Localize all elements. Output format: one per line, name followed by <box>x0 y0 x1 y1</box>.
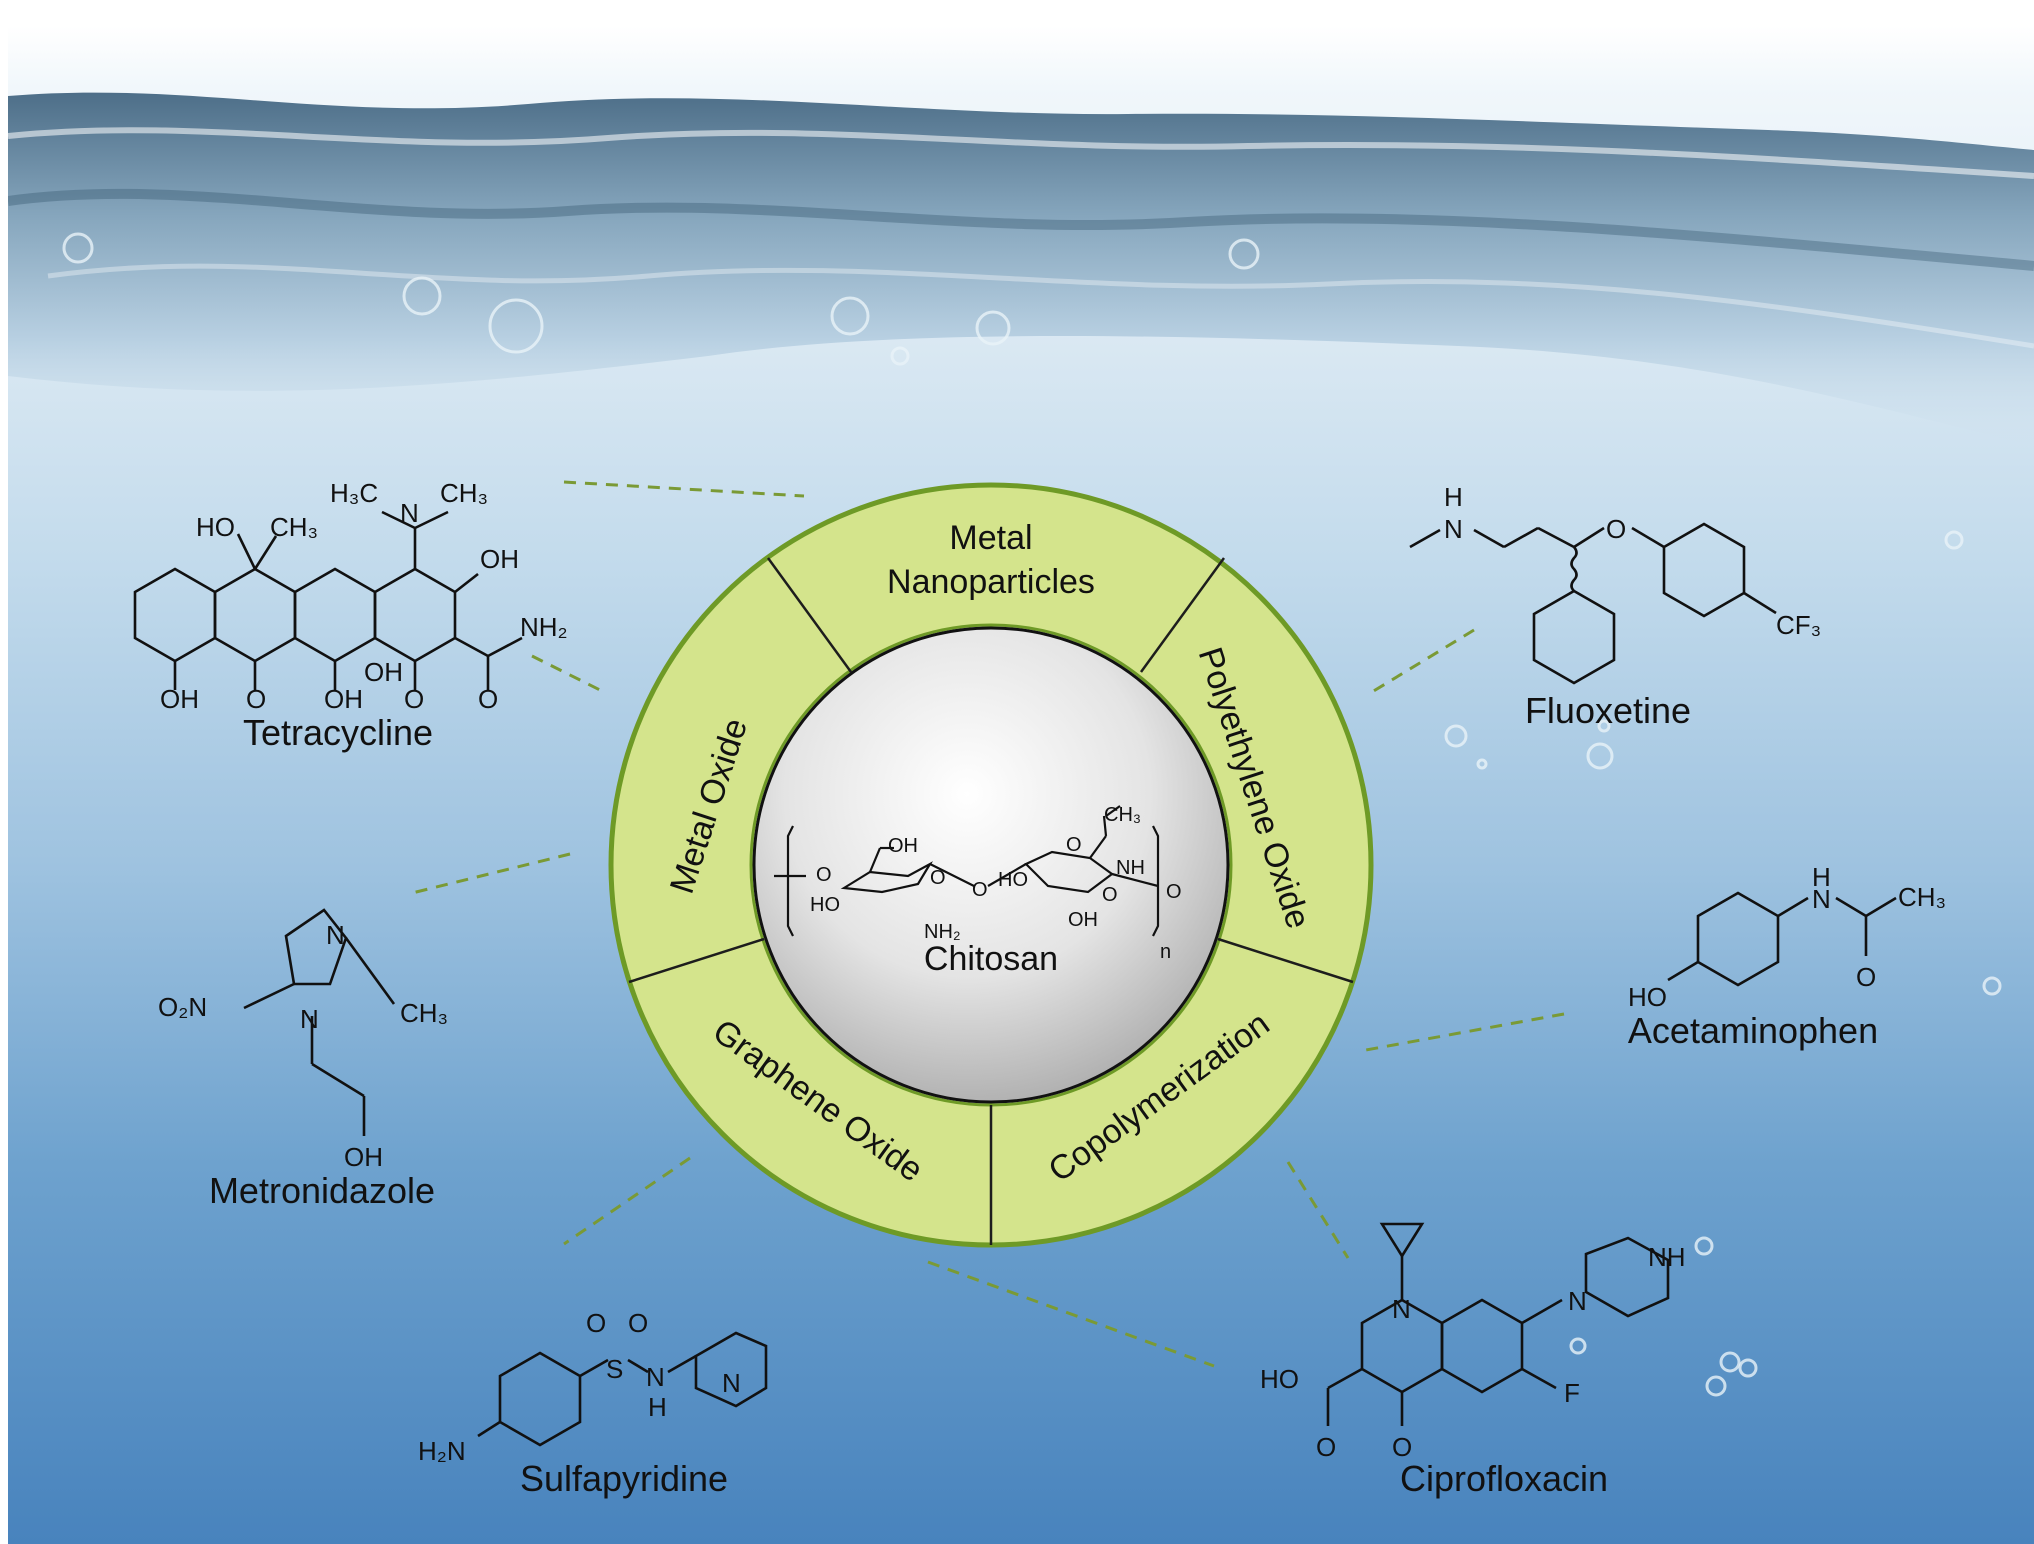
svg-text:CH₃: CH₃ <box>440 478 488 508</box>
segment-metal-nanoparticles-line1: Metal <box>949 519 1033 557</box>
svg-text:F: F <box>1564 1378 1580 1408</box>
metronidazole-structure <box>243 908 396 1136</box>
svg-text:S: S <box>606 1354 623 1384</box>
diagram-canvas: O OH HO NH₂ O O HO CH₃ O NH OH O O n <box>8 26 2034 1544</box>
svg-text:NH: NH <box>1648 1242 1686 1272</box>
svg-text:HO: HO <box>196 512 235 542</box>
svg-text:O: O <box>972 879 988 901</box>
svg-text:N: N <box>300 1004 319 1034</box>
svg-text:O: O <box>1856 962 1876 992</box>
diagram-svg: O OH HO NH₂ O O HO CH₃ O NH OH O O n <box>8 92 2034 1466</box>
compound-fluoxetine: Fluoxetine <box>1524 690 1692 731</box>
svg-text:O₂N: O₂N <box>158 992 207 1022</box>
connector-ciprofloxacin-a <box>927 1260 1215 1368</box>
svg-text:O: O <box>1392 1432 1412 1462</box>
water-surface <box>8 92 2034 447</box>
connector-fluoxetine <box>1371 628 1475 694</box>
svg-text:OH: OH <box>160 684 199 714</box>
svg-text:NH₂: NH₂ <box>924 921 961 943</box>
fluoxetine-structure <box>1409 522 1777 685</box>
compound-acetaminophen: Acetaminophen <box>1627 1010 1879 1051</box>
svg-text:O: O <box>1166 881 1182 903</box>
svg-text:n: n <box>1160 941 1171 963</box>
svg-text:OH: OH <box>324 684 363 714</box>
svg-text:N: N <box>722 1368 741 1398</box>
svg-text:N: N <box>1392 1294 1411 1324</box>
svg-text:O: O <box>246 684 266 714</box>
compound-metronidazole: Metronidazole <box>208 1170 436 1211</box>
compound-ciprofloxacin: Ciprofloxacin <box>1399 1458 1609 1499</box>
connectors <box>407 480 1565 1368</box>
svg-text:O: O <box>404 684 424 714</box>
svg-text:O: O <box>478 684 498 714</box>
svg-text:N: N <box>1812 884 1831 914</box>
sulfapyridine-structure <box>477 1331 768 1447</box>
tetracycline-structure <box>133 510 523 690</box>
svg-text:O: O <box>930 867 946 889</box>
acetaminophen-structure <box>1667 891 1897 987</box>
connector-tetracycline-top <box>563 480 805 498</box>
svg-text:NH₂: NH₂ <box>520 612 568 642</box>
chitosan-core: O OH HO NH₂ O O HO CH₃ O NH OH O O n <box>752 626 1230 1104</box>
svg-text:O: O <box>1066 834 1082 856</box>
svg-text:H: H <box>1812 862 1831 892</box>
bubbles <box>62 232 2002 1397</box>
svg-text:CH₃: CH₃ <box>400 998 448 1028</box>
svg-text:N: N <box>326 920 345 950</box>
svg-text:H: H <box>1444 482 1463 512</box>
svg-text:HO: HO <box>810 894 840 916</box>
svg-text:CH₃: CH₃ <box>270 512 318 542</box>
connector-acetaminophen <box>1365 1012 1565 1052</box>
connector-sulfapyridine <box>563 1156 691 1246</box>
svg-text:O: O <box>1606 514 1626 544</box>
ciprofloxacin-structure <box>1326 1222 1670 1426</box>
svg-text:H₂N: H₂N <box>418 1436 466 1466</box>
svg-text:HO: HO <box>1628 982 1667 1012</box>
svg-text:OH: OH <box>364 657 403 687</box>
compound-tetracycline: Tetracycline <box>242 712 434 753</box>
svg-text:OH: OH <box>1068 909 1098 931</box>
compound-sulfapyridine: Sulfapyridine <box>519 1458 729 1499</box>
svg-text:O: O <box>816 864 832 886</box>
svg-text:H: H <box>648 1392 667 1422</box>
svg-text:O: O <box>1102 884 1118 906</box>
svg-text:OH: OH <box>344 1142 383 1172</box>
chitosan-structure <box>774 805 1160 937</box>
svg-text:HO: HO <box>1260 1364 1299 1394</box>
connector-metronidazole <box>407 852 571 896</box>
svg-text:CF₃: CF₃ <box>1776 610 1821 640</box>
svg-text:HO: HO <box>998 869 1028 891</box>
connector-tetracycline-bottom <box>531 654 605 694</box>
svg-text:N: N <box>1568 1286 1587 1316</box>
svg-text:O: O <box>1316 1432 1336 1462</box>
connector-ciprofloxacin-b <box>1286 1161 1350 1259</box>
svg-text:CH₃: CH₃ <box>1898 882 1946 912</box>
svg-text:N: N <box>400 498 419 528</box>
svg-text:H₃C: H₃C <box>330 478 378 508</box>
svg-text:OH: OH <box>480 544 519 574</box>
svg-text:O: O <box>628 1308 648 1338</box>
segment-metal-nanoparticles-line2: Nanoparticles <box>887 563 1095 601</box>
svg-text:NH: NH <box>1116 857 1145 879</box>
svg-text:CH₃: CH₃ <box>1104 804 1141 826</box>
chitosan-label: Chitosan <box>923 940 1059 978</box>
svg-text:OH: OH <box>888 835 918 857</box>
svg-text:N: N <box>1444 514 1463 544</box>
ring-dividers <box>628 557 1354 1245</box>
segment-metal-nanoparticles: Metal Nanoparticles <box>875 516 1107 604</box>
svg-text:O: O <box>586 1308 606 1338</box>
svg-text:N: N <box>646 1362 665 1392</box>
